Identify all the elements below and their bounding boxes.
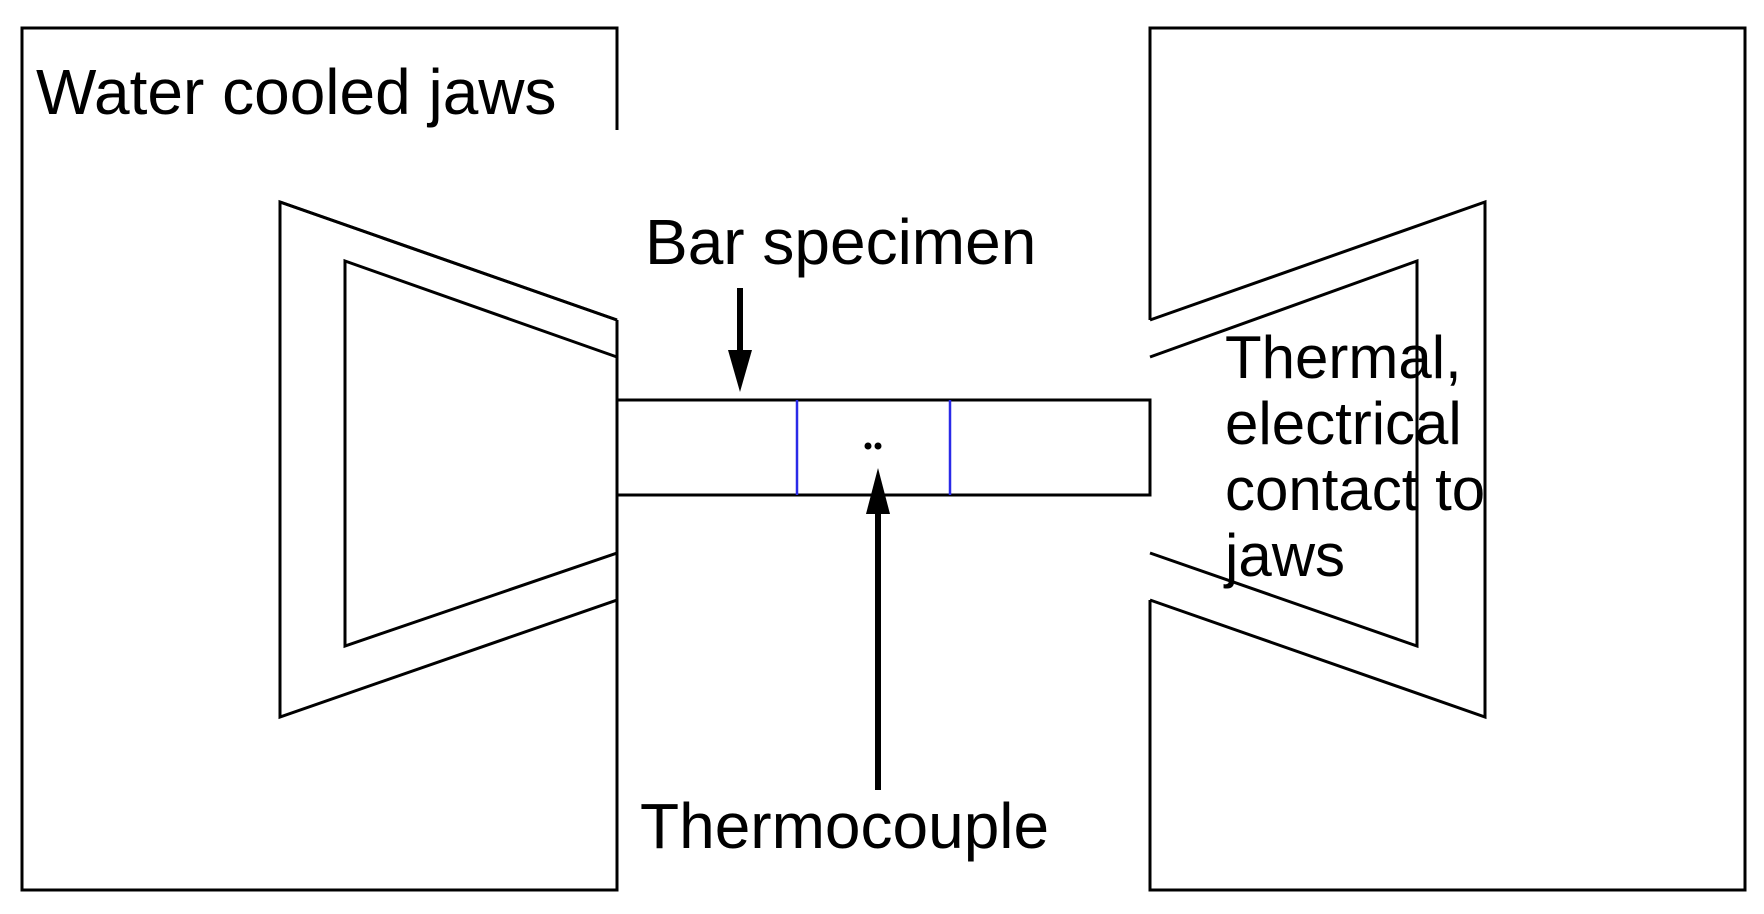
left-grip-outer xyxy=(278,199,619,720)
right-grip-inner xyxy=(1149,258,1419,649)
right-jaw-block xyxy=(1148,26,1747,892)
thermocouple-dot-left xyxy=(864,442,872,450)
contact-label-line3: contact to xyxy=(1225,456,1485,523)
bar-specimen xyxy=(615,398,1152,497)
specimen-label: Bar specimen xyxy=(645,206,1036,278)
contact-label-line1: Thermal, xyxy=(1225,324,1462,391)
contact-label-line4: jaws xyxy=(1223,522,1345,589)
left-jaw-block xyxy=(20,26,619,892)
thermocouple-label: Thermocouple xyxy=(640,790,1049,862)
thermocouple-arrow-head xyxy=(866,468,890,514)
right-grip-outer xyxy=(1149,199,1487,720)
contact-label-line2: electrical xyxy=(1225,390,1462,457)
thermocouple-dot-right xyxy=(874,442,882,450)
jaws-label: Water cooled jaws xyxy=(36,56,557,128)
left-grip-inner xyxy=(343,258,619,649)
specimen-arrow-head xyxy=(728,350,752,392)
left-grip-upper-edge xyxy=(279,200,618,322)
